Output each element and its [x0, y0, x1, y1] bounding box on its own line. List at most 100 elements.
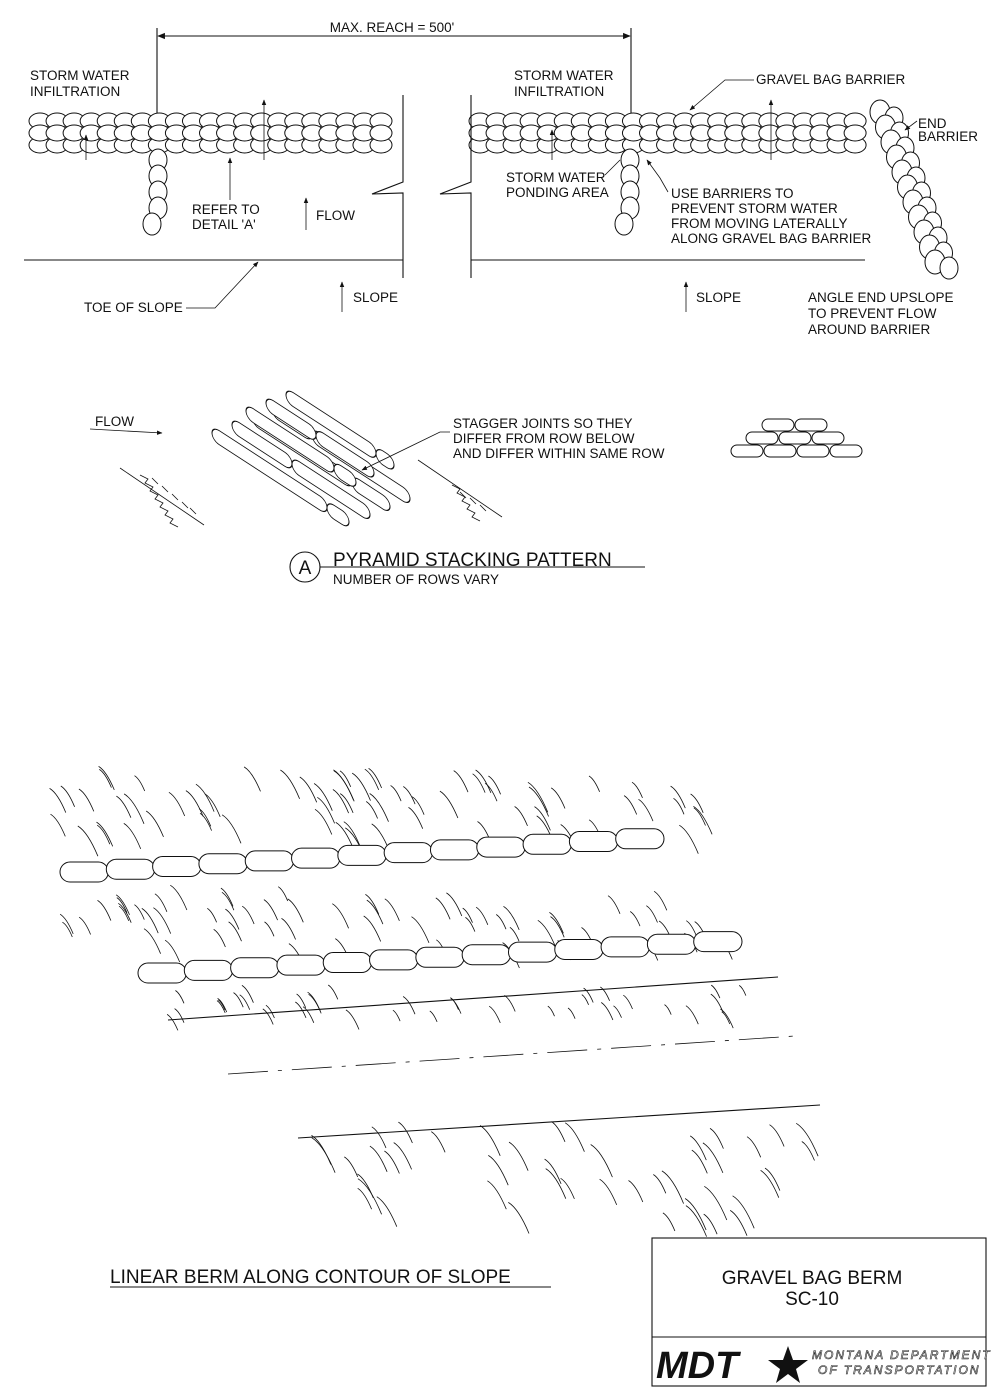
hatch-stroke [143, 928, 161, 954]
hatch-stroke [217, 999, 226, 1011]
use-barriers-label: USE BARRIERS TO [671, 186, 794, 201]
hatch-stroke [550, 787, 566, 809]
ditch-line [297, 1104, 821, 1139]
mdt-logo: MDT [656, 1345, 741, 1387]
hatch-stroke [339, 793, 354, 814]
hatch-stroke [534, 806, 551, 831]
hatch-stroke [487, 1180, 507, 1210]
hatch-stroke [170, 884, 188, 911]
hatch-stroke [704, 1185, 728, 1221]
hatch-stroke [495, 914, 507, 930]
hatch-stroke [670, 785, 686, 809]
centerline [227, 1035, 796, 1075]
hatch-stroke [332, 903, 349, 929]
refer-detail-label: REFER TO [192, 202, 260, 217]
hatch-stroke [661, 1170, 684, 1204]
hatch-stroke [302, 1006, 315, 1023]
detail-title: PYRAMID STACKING PATTERN [333, 550, 612, 571]
hatch-stroke [664, 1004, 672, 1015]
svg-text:PREVENT STORM WATER: PREVENT STORM WATER [671, 201, 838, 216]
gravel-bag [614, 212, 634, 236]
hatch-stroke [709, 1128, 724, 1149]
hatch-stroke [509, 927, 520, 942]
hatch-stroke [239, 994, 251, 1010]
berm-bag [693, 931, 743, 953]
hatch-stroke [488, 775, 501, 795]
hatch-stroke [411, 796, 425, 815]
hatch-stroke [281, 918, 296, 940]
hatch-stroke [690, 793, 704, 813]
berm-bag-rows [59, 828, 743, 984]
break-line-right [439, 95, 472, 278]
hatch-stroke [691, 1149, 708, 1174]
detail-subtitle: NUMBER OF ROWS VARY [333, 572, 499, 587]
hatch-stroke [600, 986, 610, 1001]
hatch-stroke [50, 813, 66, 837]
hatch-stroke [600, 1002, 614, 1021]
flow-label: FLOW [316, 208, 355, 223]
hatch-stroke [77, 825, 99, 857]
gravel-bag [369, 124, 393, 142]
hatch-stroke [96, 821, 114, 847]
svg-text:DETAIL 'A': DETAIL 'A' [192, 217, 256, 232]
hatch-stroke [225, 908, 240, 930]
hatch-stroke [685, 1005, 699, 1025]
hatch-stroke [549, 912, 564, 934]
detail-marker: A [299, 558, 312, 579]
hatch-stroke [567, 1007, 576, 1019]
hatch-stroke [760, 1170, 780, 1198]
ground-hatch-left [119, 467, 205, 528]
hatch-stroke [710, 984, 721, 999]
hatch-stroke [429, 1010, 438, 1023]
hatch-stroke [335, 822, 354, 849]
hatch-stroke [547, 1005, 555, 1017]
hatch-stroke [693, 805, 713, 835]
hatch-stroke [60, 785, 75, 807]
hatch-stroke [392, 1009, 401, 1022]
hatch-stroke [431, 1131, 446, 1153]
detail-flow-arrow [89, 428, 163, 435]
hatch-stroke [599, 1178, 618, 1206]
berm-bag [337, 844, 387, 866]
hatch-stroke [118, 905, 130, 921]
svg-text:AROUND BARRIER: AROUND BARRIER [808, 322, 931, 337]
max-reach-label: MAX. REACH = 500' [330, 20, 455, 35]
hatch-stroke [308, 993, 322, 1014]
hatch-stroke [153, 907, 172, 934]
hatch-stroke [484, 782, 498, 802]
svg-text:ALONG GRAVEL BAG BARRIER: ALONG GRAVEL BAG BARRIER [671, 231, 872, 246]
hatch-stroke [662, 1212, 676, 1232]
star-icon [768, 1346, 808, 1383]
hatch-stroke [453, 770, 469, 793]
berm-bag [476, 836, 526, 858]
hatch-stroke [738, 985, 747, 996]
berm-bag [322, 952, 373, 974]
hatch-stroke [199, 812, 212, 831]
hatch-stroke [679, 824, 699, 854]
hatch-stroke [472, 773, 486, 793]
hatch-stroke [357, 1187, 372, 1210]
berm-bag [183, 959, 234, 981]
hatch-stroke [99, 769, 112, 788]
hatch-stroke [118, 902, 132, 923]
angle-end-label: ANGLE END UPSLOPE [808, 290, 954, 305]
berm-bag [600, 936, 650, 958]
hatch-stroke [216, 1000, 226, 1014]
berm-bag [522, 833, 572, 855]
hatch-stroke [364, 768, 380, 791]
hatch-stroke [299, 776, 318, 803]
hatch-stroke [333, 769, 354, 801]
svg-text:PONDING AREA: PONDING AREA [506, 185, 609, 200]
hatch-stroke [343, 821, 361, 847]
hatch-stroke [96, 824, 111, 845]
hatch-stroke [384, 898, 400, 921]
hatch-stroke [528, 786, 549, 817]
berm-bag [276, 954, 326, 976]
hatch-stroke [402, 996, 416, 1015]
hatch-stroke [720, 1008, 734, 1029]
hatch-stroke [264, 921, 275, 937]
berm-bag [615, 828, 665, 850]
hatch-stroke [134, 775, 146, 792]
hatch-stroke [295, 1001, 307, 1019]
hatch-stroke [673, 798, 685, 815]
